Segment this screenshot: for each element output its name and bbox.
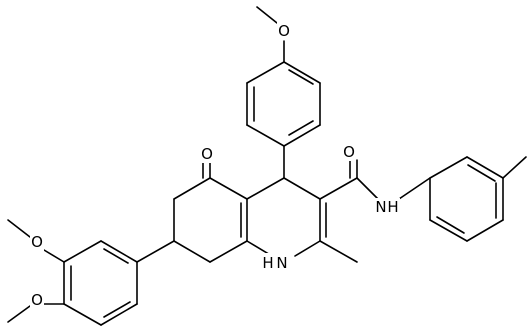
bond-c5-c6	[173, 177, 211, 200]
methoxy-oxygen-left-lower-label: O	[31, 291, 43, 309]
bond-ring-a-d2	[288, 120, 314, 136]
bond-ring-c-1	[100, 240, 138, 263]
bond-ring-b-2	[466, 156, 504, 179]
atom-bg	[374, 198, 400, 216]
bond-o-upper-methyl	[7, 219, 31, 238]
bond-c8-c8a	[209, 240, 248, 263]
bond-ring-a-4	[246, 124, 285, 147]
atom-bg	[30, 233, 44, 251]
atom-bg	[277, 21, 291, 39]
bond-c2-n1	[294, 240, 321, 257]
ring-nitrogen-label: N	[276, 254, 287, 272]
bond-c2-methyl	[319, 240, 358, 263]
bond-c4a-c5	[209, 177, 248, 200]
atom-bg	[260, 253, 288, 271]
bond-ring-c-4	[63, 303, 102, 326]
atom-label-layer: O O O N H N H O O	[30, 21, 400, 309]
bond-ring-b-d1	[467, 164, 496, 182]
bond-n-ring-b	[398, 177, 431, 200]
bond-c7-c8	[173, 240, 211, 263]
bond-c3-camide	[319, 177, 358, 200]
bond-ring-c-2	[63, 240, 102, 263]
bond-ring-b-d3	[436, 216, 465, 234]
bond-ring-a-1	[283, 61, 321, 84]
bond-c7-ring-c	[136, 240, 175, 263]
bond-ring-b-4	[466, 219, 504, 242]
methoxy-oxygen-left-upper-label: O	[31, 233, 43, 251]
methoxy-oxygen-top-label: O	[278, 22, 290, 40]
bond-c4-c3	[283, 177, 321, 200]
amide-hydrogen-label: H	[387, 198, 398, 216]
bond-layer	[7, 6, 527, 326]
bond-ring-c-5	[100, 303, 138, 326]
bond-ring-a-d1	[288, 69, 314, 85]
bond-ring-b-1	[429, 156, 468, 179]
amide-nitrogen-label: N	[375, 198, 386, 216]
atom-bg	[200, 145, 214, 163]
bond-ring-c-d1	[103, 248, 129, 264]
ketone-oxygen-label: O	[201, 145, 213, 163]
ring-hydrogen-label: H	[262, 254, 273, 272]
bond-o-lower-methyl	[7, 305, 31, 323]
bond-c4-c4a	[246, 177, 285, 200]
bond-methyl-o-top	[256, 6, 278, 24]
amide-oxygen-label: O	[343, 143, 355, 161]
bond-ring-c-d3	[103, 301, 131, 318]
atom-bg	[30, 291, 44, 309]
bond-ring-a-6	[246, 61, 285, 84]
bond-camide-n	[356, 177, 379, 200]
atom-bg	[342, 143, 356, 161]
bond-ring-b-5	[429, 219, 468, 242]
bond-ring-c-o-upper	[43, 249, 65, 263]
bond-ring-a-3	[283, 124, 321, 147]
bond-ring-b-methyl	[502, 156, 527, 179]
